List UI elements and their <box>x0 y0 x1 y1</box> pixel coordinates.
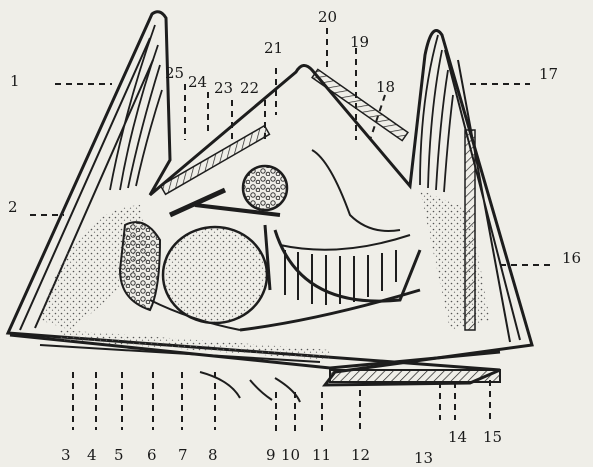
label-20: 20 <box>318 8 337 26</box>
label-4: 4 <box>87 446 97 464</box>
label-23: 23 <box>214 79 233 97</box>
label-22: 22 <box>240 79 259 97</box>
label-13: 13 <box>414 449 433 467</box>
label-5: 5 <box>114 446 124 464</box>
label-21: 21 <box>264 39 283 57</box>
label-12: 12 <box>351 446 370 464</box>
label-18: 18 <box>376 78 395 96</box>
label-3: 3 <box>61 446 71 464</box>
label-16: 16 <box>562 249 581 267</box>
label-10: 10 <box>281 446 300 464</box>
label-17: 17 <box>539 65 558 83</box>
label-7: 7 <box>178 446 188 464</box>
label-2: 2 <box>8 198 18 216</box>
label-25: 25 <box>165 64 184 82</box>
label-14: 14 <box>448 428 467 446</box>
label-11: 11 <box>312 446 331 464</box>
label-24: 24 <box>188 73 207 91</box>
label-8: 8 <box>208 446 218 464</box>
label-1: 1 <box>10 72 20 90</box>
label-15: 15 <box>483 428 502 446</box>
label-19: 19 <box>350 33 369 51</box>
label-6: 6 <box>147 446 157 464</box>
label-9: 9 <box>266 446 276 464</box>
large-organ <box>163 166 287 323</box>
